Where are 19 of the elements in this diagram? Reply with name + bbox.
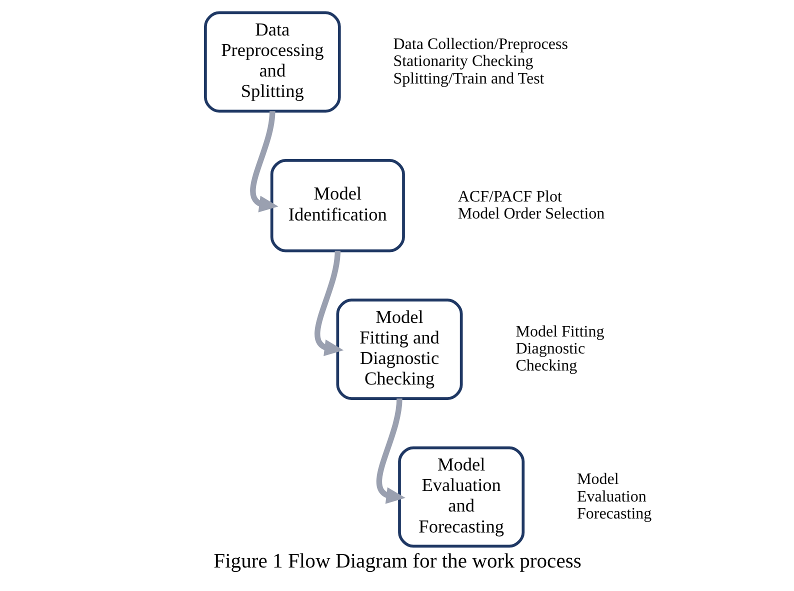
node-label: Stationarity Checking (392, 53, 533, 70)
node-box: Model Fitting and Diagnostic Checking (336, 298, 462, 400)
caption: Figure 1 Flow Diagram for the work process (213, 550, 581, 572)
node-label: ACF/PACF Plot (457, 188, 562, 206)
node-box: Model Identification (270, 158, 404, 252)
arrow (250, 110, 278, 212)
node-label: Forecasting (576, 505, 652, 522)
arrow (314, 250, 344, 356)
arrow (376, 398, 405, 504)
node-label: Data Collection/Preprocess (392, 36, 568, 53)
node-label: Splitting/Train and Test (392, 70, 544, 88)
node-label: Model Order Selection (457, 205, 604, 222)
node-label: Diagnostic (515, 340, 585, 358)
node-label: Checking (515, 358, 577, 375)
node-label: Model (576, 471, 618, 488)
node-label: Model Fitting (515, 323, 604, 340)
node-label: Evaluation (576, 488, 646, 506)
node-box: Model Evaluation and Forecasting (398, 446, 524, 548)
node-box: Data Preprocessing and Splitting (204, 11, 340, 113)
